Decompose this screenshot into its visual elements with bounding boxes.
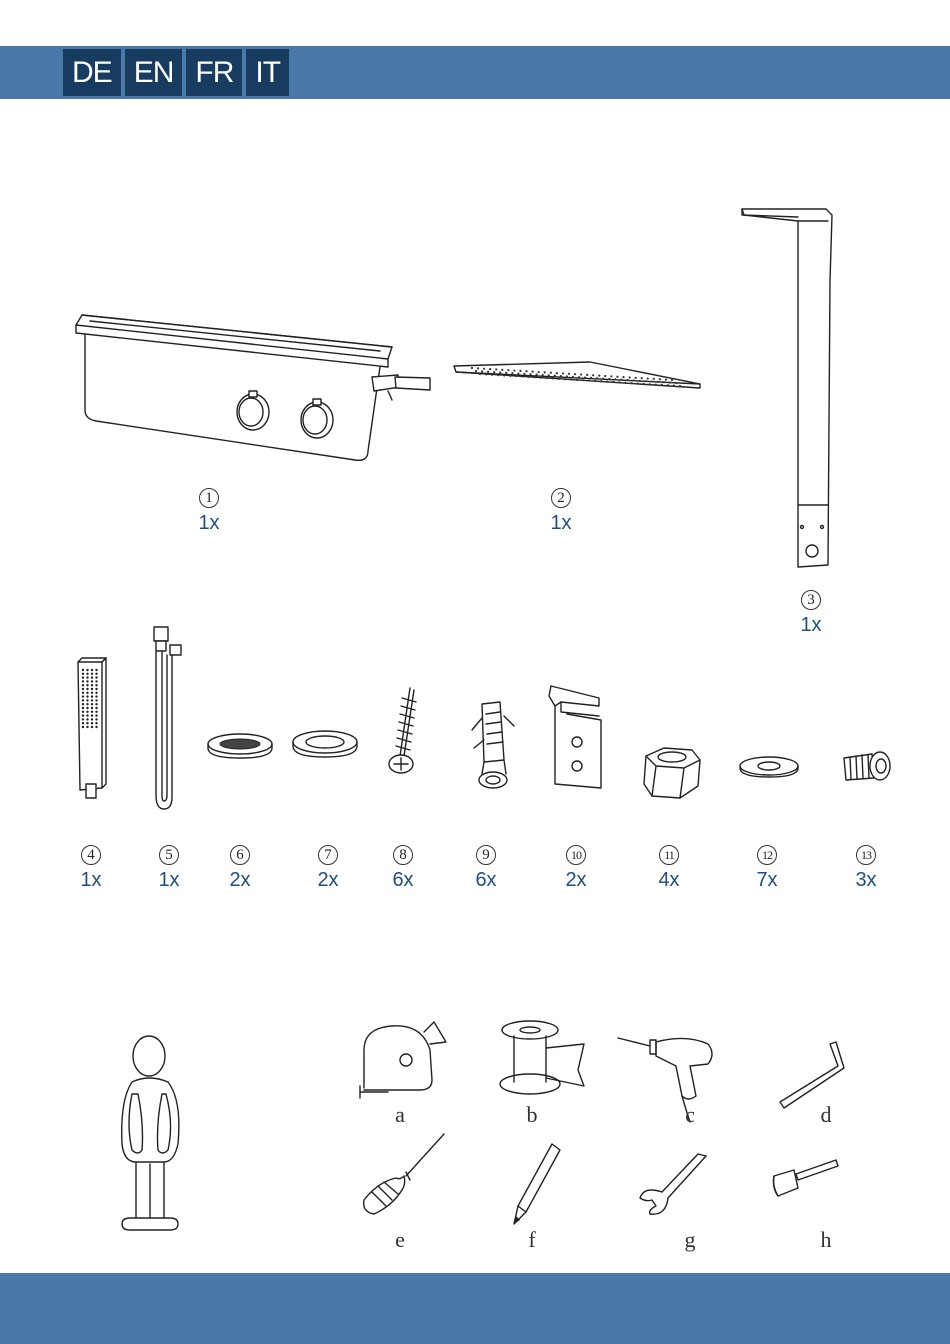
flat-washer-drawing [290,728,360,758]
part-number: 11 [659,845,679,865]
shower-hose-drawing [148,625,188,815]
part-quantity: 2x [546,869,606,892]
part-label-3: 3 1x [781,590,841,637]
tool-label-h: h [821,1227,832,1253]
part-quantity: 1x [139,869,199,892]
language-tab-it[interactable]: IT [246,49,289,96]
part-label-2: 2 1x [531,488,591,535]
part-label-6: 6 2x [210,845,270,892]
part-label-5: 5 1x [139,845,199,892]
part-number: 13 [856,845,876,865]
part-label-8: 8 6x [373,845,433,892]
part-quantity: 1x [61,869,121,892]
footer-bar [0,1273,950,1344]
wrench-icon [636,1152,710,1216]
small-washer-drawing [738,754,800,780]
part-label-10: 10 2x [546,845,606,892]
part-quantity: 1x [781,614,841,637]
part-quantity: 2x [210,869,270,892]
tool-label-d: d [821,1102,832,1128]
tool-label-b: b [527,1102,538,1128]
connector-screw-drawing [840,750,895,786]
part-number: 12 [757,845,777,865]
part-quantity: 1x [179,512,239,535]
part-number: 1 [199,488,219,508]
part-quantity: 6x [373,869,433,892]
tool-label-g: g [685,1227,696,1253]
hammer-icon [770,1158,842,1202]
header-bar: DE EN FR IT [0,46,950,99]
pencil-icon [508,1140,568,1230]
part-number: 7 [318,845,338,865]
wall-plug-drawing [468,700,518,792]
part-number: 8 [393,845,413,865]
language-tab-en[interactable]: EN [125,49,183,96]
part-label-13: 13 3x [836,845,896,892]
part-number: 5 [159,845,179,865]
part-number: 10 [566,845,586,865]
hex-nut-drawing [640,746,704,802]
language-tabs: DE EN FR IT [63,49,289,96]
screw-drawing [386,686,422,778]
part-label-7: 7 2x [298,845,358,892]
part-number: 3 [801,590,821,610]
person-figure-icon [118,1034,188,1234]
language-tab-de[interactable]: DE [63,49,121,96]
rain-shower-head-drawing [452,360,704,395]
part-number: 6 [230,845,250,865]
part-number: 4 [81,845,101,865]
shower-panel-drawing [738,205,838,575]
part-quantity: 7x [737,869,797,892]
language-tab-fr[interactable]: FR [186,49,242,96]
tape-measure-icon [358,1020,454,1100]
drill-icon [616,1030,718,1126]
thermostat-mixer-drawing [70,305,440,470]
part-label-1: 1 1x [179,488,239,535]
part-quantity: 6x [456,869,516,892]
hand-shower-drawing [76,658,108,804]
tool-label-e: e [395,1227,405,1253]
filter-washer-drawing [205,730,275,760]
part-quantity: 4x [639,869,699,892]
tool-label-f: f [528,1227,535,1253]
part-label-11: 11 4x [639,845,699,892]
part-label-4: 4 1x [61,845,121,892]
part-number: 2 [551,488,571,508]
part-quantity: 2x [298,869,358,892]
sealing-tape-icon [498,1020,590,1100]
tool-label-a: a [395,1102,405,1128]
tool-label-c: c [685,1102,695,1128]
screwdriver-icon [358,1132,448,1218]
hex-key-icon [778,1040,848,1112]
mounting-bracket-drawing [545,684,607,790]
part-label-9: 9 6x [456,845,516,892]
part-quantity: 1x [531,512,591,535]
part-number: 9 [476,845,496,865]
part-quantity: 3x [836,869,896,892]
part-label-12: 12 7x [737,845,797,892]
